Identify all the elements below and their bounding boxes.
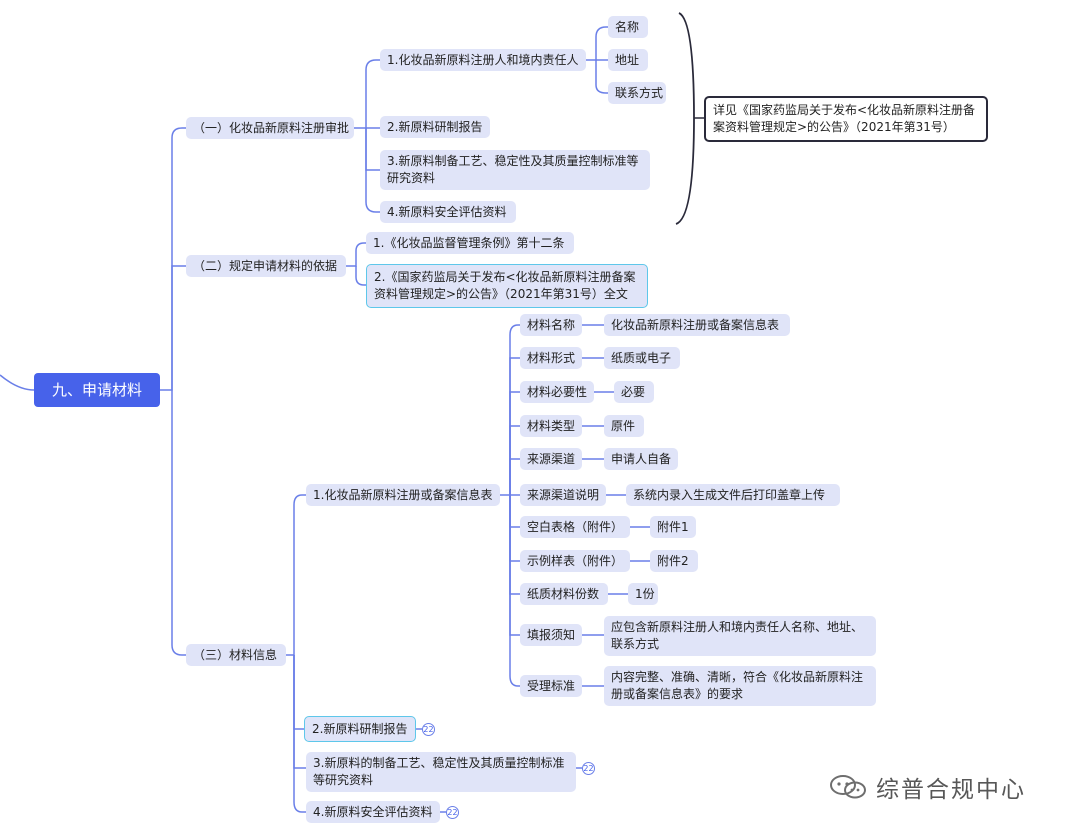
root-node[interactable]: 九、申请材料 xyxy=(34,373,160,407)
collapsed-count-badge[interactable]: 22 xyxy=(446,806,459,819)
collapsed-count-badge[interactable]: 22 xyxy=(422,723,435,736)
value-source-note[interactable]: 系统内录入生成文件后打印盖章上传 xyxy=(626,484,840,506)
field-acceptance[interactable]: 受理标准 xyxy=(520,675,582,697)
value-filling-notes[interactable]: 应包含新原料注册人和境内责任人名称、地址、联系方式 xyxy=(604,616,876,656)
value-acceptance[interactable]: 内容完整、准确、清晰，符合《化妆品新原料注册或备案信息表》的要求 xyxy=(604,666,876,706)
collapsed-count-badge[interactable]: 22 xyxy=(582,762,595,775)
sub-node-address[interactable]: 地址 xyxy=(608,49,648,71)
value-sample-form[interactable]: 附件2 xyxy=(650,550,698,572)
item-node-safety-assessment[interactable]: 4.新原料安全评估资料 xyxy=(380,201,516,223)
item-node-regulation[interactable]: 1.《化妆品监督管理条例》第十二条 xyxy=(366,232,574,254)
field-material-name[interactable]: 材料名称 xyxy=(520,314,582,336)
item-node-process-materials[interactable]: 3.新原料制备工艺、稳定性及其质量控制标准等研究资料 xyxy=(380,150,650,190)
field-material-form[interactable]: 材料形式 xyxy=(520,347,582,369)
value-blank-form[interactable]: 附件1 xyxy=(650,516,696,538)
value-necessity[interactable]: 必要 xyxy=(614,381,654,403)
item-node-info-form[interactable]: 1.化妆品新原料注册或备案信息表 xyxy=(306,484,500,506)
field-necessity[interactable]: 材料必要性 xyxy=(520,381,594,403)
watermark: 综普合规中心 xyxy=(828,770,1026,804)
note-node-reference[interactable]: 详见《国家药监局关于发布<化妆品新原料注册备案资料管理规定>的公告》（2021年… xyxy=(704,96,988,142)
field-paper-copies[interactable]: 纸质材料份数 xyxy=(520,583,608,605)
field-source-note[interactable]: 来源渠道说明 xyxy=(520,484,606,506)
field-sample-form[interactable]: 示例样表（附件） xyxy=(520,550,630,572)
branch-node-legal-basis[interactable]: （二）规定申请材料的依据 xyxy=(186,255,346,277)
value-source[interactable]: 申请人自备 xyxy=(604,448,678,470)
branch-node-material-info[interactable]: （三）材料信息 xyxy=(186,644,286,666)
item-node-research-report-collapsed[interactable]: 2.新原料研制报告 xyxy=(304,716,416,742)
item-node-process-materials-collapsed[interactable]: 3.新原料的制备工艺、稳定性及其质量控制标准等研究资料 xyxy=(306,752,576,792)
field-source[interactable]: 来源渠道 xyxy=(520,448,582,470)
item-node-announcement[interactable]: 2.《国家药监局关于发布<化妆品新原料注册备案资料管理规定>的公告》（2021年… xyxy=(366,264,648,308)
value-material-type[interactable]: 原件 xyxy=(604,415,644,437)
field-filling-notes[interactable]: 填报须知 xyxy=(520,624,582,646)
value-material-name[interactable]: 化妆品新原料注册或备案信息表 xyxy=(604,314,790,336)
sub-node-name[interactable]: 名称 xyxy=(608,16,648,38)
watermark-text: 综普合规中心 xyxy=(876,777,1026,803)
item-node-registrant[interactable]: 1.化妆品新原料注册人和境内责任人 xyxy=(380,49,586,71)
value-paper-copies[interactable]: 1份 xyxy=(628,583,658,605)
sub-node-contact[interactable]: 联系方式 xyxy=(608,82,666,104)
field-material-type[interactable]: 材料类型 xyxy=(520,415,582,437)
item-node-research-report[interactable]: 2.新原料研制报告 xyxy=(380,116,490,138)
value-material-form[interactable]: 纸质或电子 xyxy=(604,347,680,369)
branch-node-registration-approval[interactable]: （一）化妆品新原料注册审批 xyxy=(186,117,354,139)
field-blank-form[interactable]: 空白表格（附件） xyxy=(520,516,630,538)
item-node-safety-collapsed[interactable]: 4.新原料安全评估资料 xyxy=(306,801,440,823)
wechat-icon xyxy=(830,775,866,799)
brace xyxy=(675,12,695,225)
